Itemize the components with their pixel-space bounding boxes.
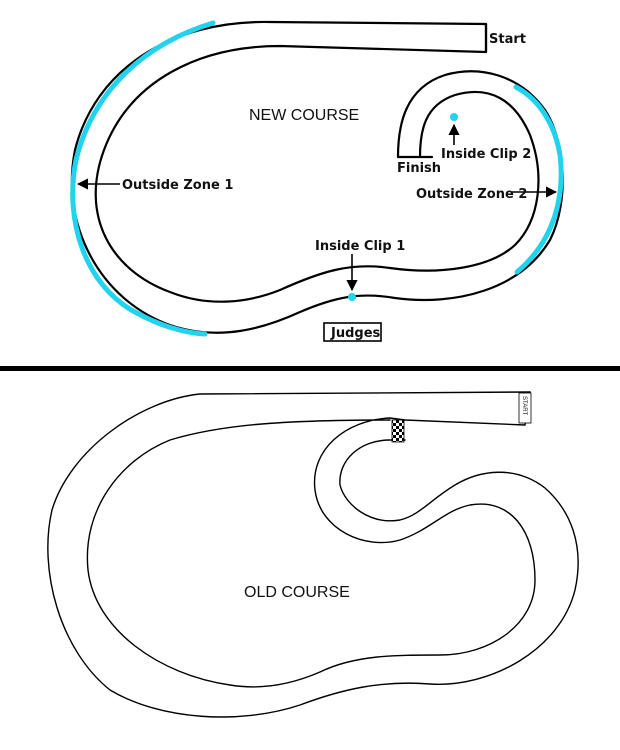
judges-label: Judges	[330, 326, 381, 341]
outside-zone-2-label: Outside Zone 2	[416, 187, 527, 202]
new-course-title: NEW COURSE	[249, 107, 359, 124]
old-course: START OLD COURSE	[47, 391, 579, 718]
checkered-flag	[391, 419, 405, 443]
outside-zone-2-highlight	[513, 84, 564, 275]
old-start-label: START	[521, 396, 527, 415]
start-label: Start	[489, 32, 526, 47]
old-start-box	[518, 392, 532, 424]
old-course-title: OLD COURSE	[244, 584, 350, 601]
inside-clip-1-dot	[348, 293, 356, 301]
new-track-inner-edge	[70, 20, 564, 334]
inside-clip-2-dot	[450, 113, 458, 121]
outside-zone-1-highlight	[70, 20, 216, 337]
inside-clip-2-label: Inside Clip 2	[441, 147, 531, 162]
old-track-outer-edge	[47, 391, 579, 718]
inside-clip-1-label: Inside Clip 1	[315, 239, 405, 254]
finish-label: Finish	[397, 161, 441, 176]
judges-box	[323, 322, 382, 342]
section-divider	[0, 366, 620, 371]
new-track-outer-edge	[94, 22, 540, 303]
new-course: NEW COURSE Start Finish Outside Zone 1 O…	[70, 20, 564, 342]
outside-zone-1-label: Outside Zone 1	[122, 178, 233, 193]
old-track-inner-edge	[86, 391, 536, 688]
